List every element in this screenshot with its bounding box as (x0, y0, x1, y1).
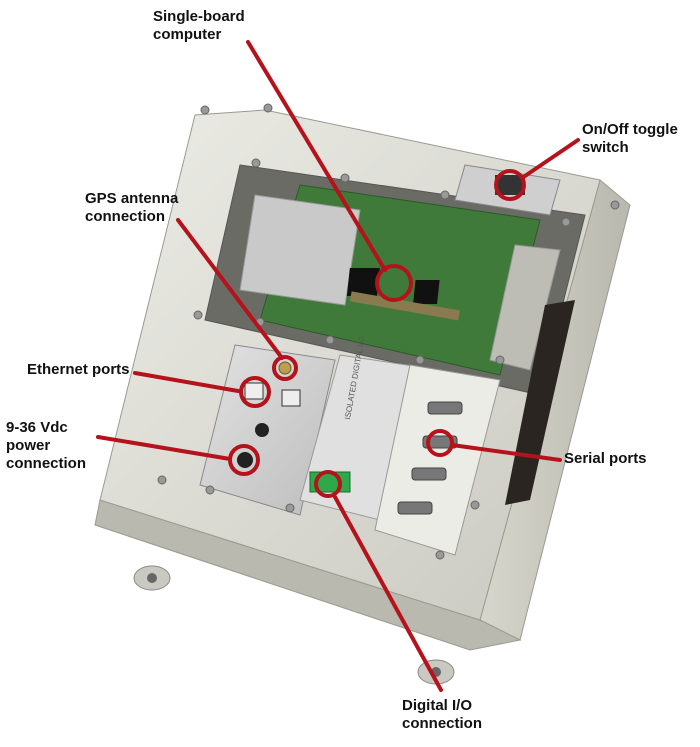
cpu-chip (346, 268, 380, 296)
label-gps-line1: GPS antenna (85, 190, 179, 207)
label-serial-ports: Serial ports (564, 450, 647, 468)
label-toggle-line1: On/Off toggle (582, 121, 678, 138)
power-connector-2 (237, 452, 253, 468)
label-dio-line1: Digital I/O (402, 697, 473, 714)
label-single-board-computer: Single-board computer (153, 8, 245, 44)
side-support (489, 244, 561, 371)
pcb-connector (349, 291, 460, 321)
mounting-bracket (239, 194, 361, 306)
label-ethernet-ports: Ethernet ports (27, 361, 130, 379)
label-gps-antenna: GPS antenna connection (85, 190, 178, 226)
ethernet-port-2 (281, 389, 301, 407)
label-power-line2: power (6, 437, 51, 454)
label-serial-line1: Serial ports (564, 450, 647, 467)
label-sbc-line2: computer (153, 26, 222, 43)
label-gps-line2: connection (85, 208, 166, 225)
gps-connector (278, 361, 292, 375)
label-sbc-line1: Single-board (153, 8, 245, 25)
power-connector-1 (255, 423, 269, 437)
serial-port-4 (397, 501, 433, 515)
label-power-line3: connection (6, 455, 87, 472)
label-digital-io: Digital I/O connection (402, 697, 482, 733)
label-power-connection: 9-36 Vdc power connection (6, 419, 86, 473)
callouts (96, 40, 580, 692)
serial-port-2 (422, 435, 458, 449)
label-toggle-line2: switch (582, 139, 629, 156)
label-power-line1: 9-36 Vdc (6, 419, 68, 436)
toggle-switch (495, 175, 525, 195)
serial-port-3 (411, 467, 447, 481)
ethernet-port-1 (244, 382, 264, 400)
secondary-chip (413, 280, 440, 304)
label-dio-line2: connection (402, 715, 483, 732)
serial-port-1 (427, 401, 463, 415)
label-toggle-switch: On/Off toggle switch (582, 121, 678, 157)
screws (157, 103, 620, 560)
mounting-hole-1 (147, 573, 157, 583)
label-ethernet-line1: Ethernet ports (27, 361, 130, 378)
